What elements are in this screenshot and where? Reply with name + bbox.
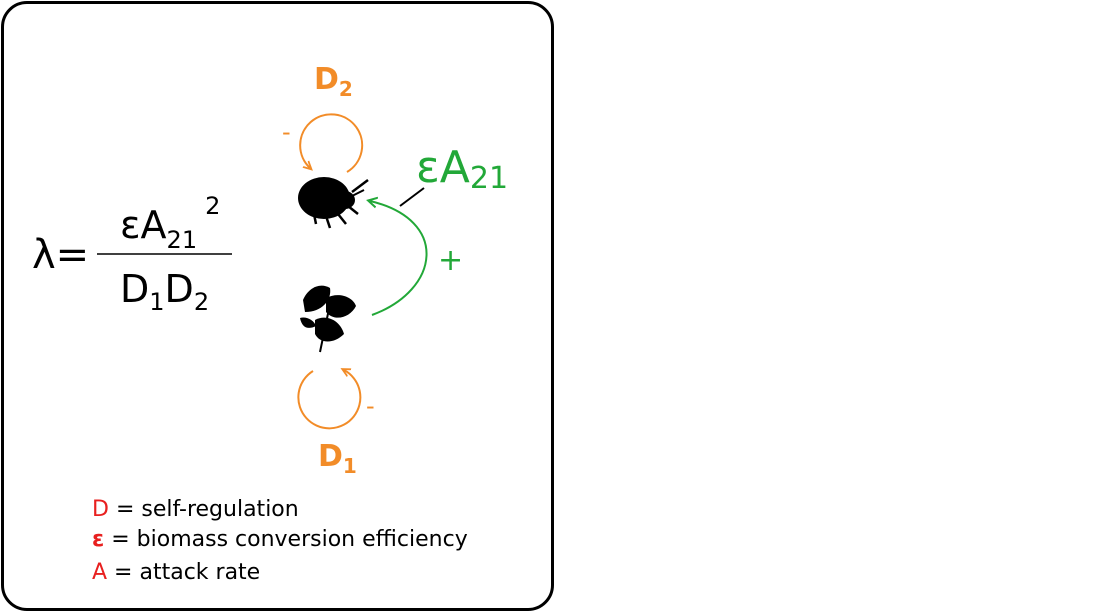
- legend-item: A = attack rate: [92, 560, 260, 585]
- bottom-loop-label: D1: [318, 439, 357, 478]
- formula-lhs: λ=: [32, 232, 89, 278]
- diagram-panel: [1, 1, 554, 611]
- formula: λ= εA212 D1D2: [32, 192, 232, 316]
- top-loop-sign: -: [282, 118, 291, 146]
- beetle-icon: [298, 177, 369, 229]
- bottom-loop-sign: -: [366, 392, 375, 420]
- top-loop-label: D2: [314, 62, 353, 101]
- top-loop-arrow: [299, 113, 364, 173]
- legend-item: ε = biomass conversion efficiency: [92, 527, 468, 552]
- formula-denominator: D1D2: [120, 267, 209, 316]
- label-pointer-line: [399, 187, 425, 207]
- interaction-label-group: εA21: [399, 142, 508, 207]
- interaction-arrow: [370, 201, 428, 316]
- interaction-sign: +: [438, 243, 463, 278]
- plant-icon: [300, 285, 356, 353]
- legend: D = self-regulation ε = biomass conversi…: [92, 497, 468, 585]
- legend-item: D = self-regulation: [92, 497, 299, 522]
- bottom-self-loop: - D1: [297, 370, 375, 478]
- top-self-loop: D2 -: [282, 62, 364, 173]
- formula-numerator: εA212: [120, 192, 220, 254]
- interaction-label: εA21: [416, 142, 508, 196]
- bottom-loop-arrow: [297, 370, 362, 430]
